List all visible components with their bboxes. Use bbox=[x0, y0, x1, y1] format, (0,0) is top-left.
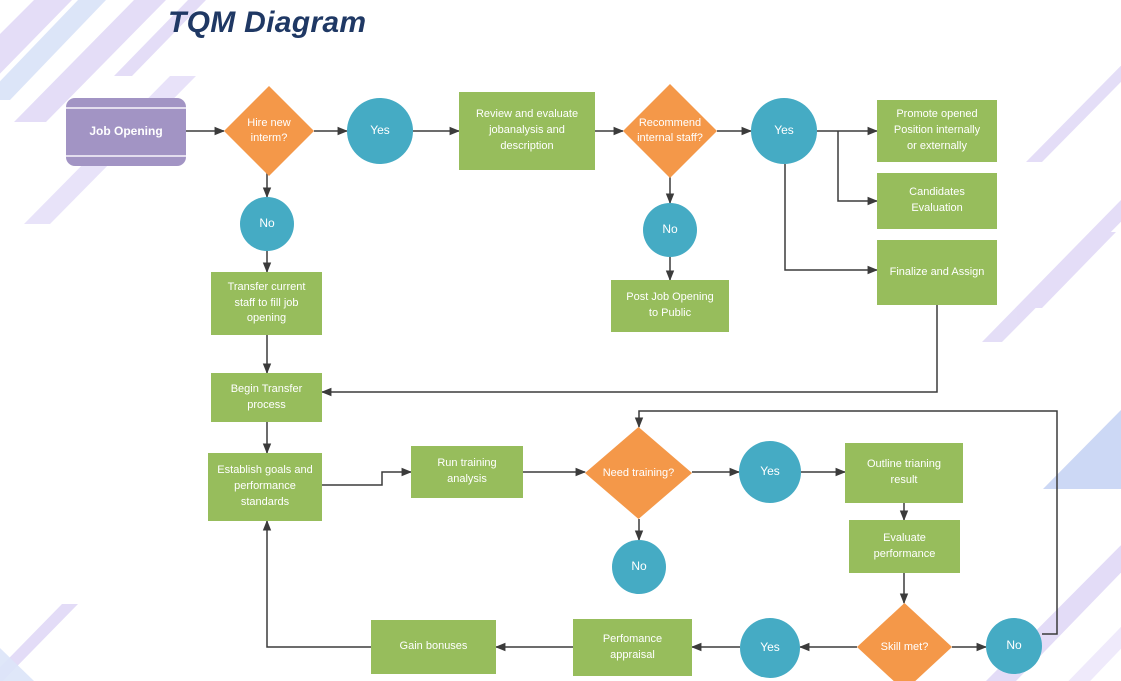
node-skill-met-label: Skill met? bbox=[880, 640, 929, 653]
node-outline-training-result[interactable]: Outline trianing result bbox=[845, 443, 963, 503]
node-need-training-label: Need training? bbox=[602, 466, 675, 479]
node-finalize-assign-label: Finalize and Assign bbox=[889, 265, 985, 278]
node-outline-training-result-label: Outline trianing result bbox=[867, 458, 941, 486]
node-promote-position-label: Promote opened Position internally or ex… bbox=[893, 108, 981, 152]
node-evaluate-performance-label: Evaluate performance bbox=[873, 531, 936, 560]
node-hire-yes[interactable]: Yes bbox=[347, 98, 413, 164]
node-hire-no[interactable]: No bbox=[240, 197, 294, 251]
node-skill-yes[interactable]: Yes bbox=[740, 618, 800, 678]
node-recommend-yes-label: Yes bbox=[774, 123, 794, 138]
node-recommend-no[interactable]: No bbox=[643, 203, 697, 257]
node-training-no-label: No bbox=[631, 559, 647, 574]
node-candidates-evaluation[interactable]: Candidates Evaluation bbox=[877, 173, 997, 229]
node-post-job-public-label: Post Job Opening to Public bbox=[626, 291, 714, 319]
node-evaluate-performance[interactable]: Evaluate performance bbox=[849, 520, 960, 573]
node-recommend-no-label: No bbox=[662, 222, 678, 237]
node-post-job-public[interactable]: Post Job Opening to Public bbox=[611, 280, 729, 332]
node-transfer-staff-label: Transfer current staff to fill job openi… bbox=[227, 280, 306, 325]
node-performance-appraisal-label: Perfomance appraisal bbox=[602, 632, 663, 661]
node-recommend-internal[interactable]: Recommend internal staff? bbox=[623, 84, 717, 178]
node-gain-bonuses-label: Gain bonuses bbox=[399, 640, 468, 653]
node-job-opening-label: Job Opening bbox=[89, 124, 163, 139]
node-recommend-yes[interactable]: Yes bbox=[751, 98, 817, 164]
node-review-evaluate[interactable]: Review and evaluate jobanalysis and desc… bbox=[459, 92, 595, 170]
node-establish-goals-label: Establish goals and performance standard… bbox=[217, 464, 313, 508]
node-gain-bonuses[interactable]: Gain bonuses bbox=[371, 620, 496, 674]
node-training-no[interactable]: No bbox=[612, 540, 666, 594]
node-need-training[interactable]: Need training? bbox=[585, 427, 692, 519]
node-hire-no-label: No bbox=[259, 216, 275, 231]
node-skill-met[interactable]: Skill met? bbox=[857, 603, 952, 681]
terminator-band-bottom bbox=[66, 155, 186, 157]
node-run-training-analysis[interactable]: Run training analysis bbox=[411, 446, 523, 498]
node-hire-new-intern-label: Hire new interm? bbox=[247, 117, 291, 144]
node-finalize-assign[interactable]: Finalize and Assign bbox=[877, 240, 997, 305]
node-skill-no-label: No bbox=[1006, 638, 1022, 653]
node-recommend-internal-label: Recommend internal staff? bbox=[637, 117, 703, 144]
node-review-evaluate-label: Review and evaluate jobanalysis and desc… bbox=[475, 108, 579, 152]
node-hire-new-intern[interactable]: Hire new interm? bbox=[224, 86, 314, 176]
page-title: TQM Diagram bbox=[168, 6, 367, 39]
node-begin-transfer-label: Begin Transfer process bbox=[230, 382, 303, 411]
node-begin-transfer[interactable]: Begin Transfer process bbox=[211, 373, 322, 422]
node-candidates-evaluation-label: Candidates Evaluation bbox=[909, 186, 965, 214]
node-transfer-staff[interactable]: Transfer current staff to fill job openi… bbox=[211, 272, 322, 335]
node-job-opening[interactable]: Job Opening bbox=[66, 98, 186, 166]
terminator-band-top bbox=[66, 107, 186, 109]
node-training-yes[interactable]: Yes bbox=[739, 441, 801, 503]
node-run-training-analysis-label: Run training analysis bbox=[437, 457, 497, 485]
node-hire-yes-label: Yes bbox=[370, 123, 390, 138]
node-training-yes-label: Yes bbox=[760, 464, 780, 479]
node-promote-position[interactable]: Promote opened Position internally or ex… bbox=[877, 100, 997, 162]
node-establish-goals[interactable]: Establish goals and performance standard… bbox=[208, 453, 322, 521]
node-skill-no[interactable]: No bbox=[986, 618, 1042, 674]
node-performance-appraisal[interactable]: Perfomance appraisal bbox=[573, 619, 692, 676]
node-skill-yes-label: Yes bbox=[760, 640, 780, 655]
